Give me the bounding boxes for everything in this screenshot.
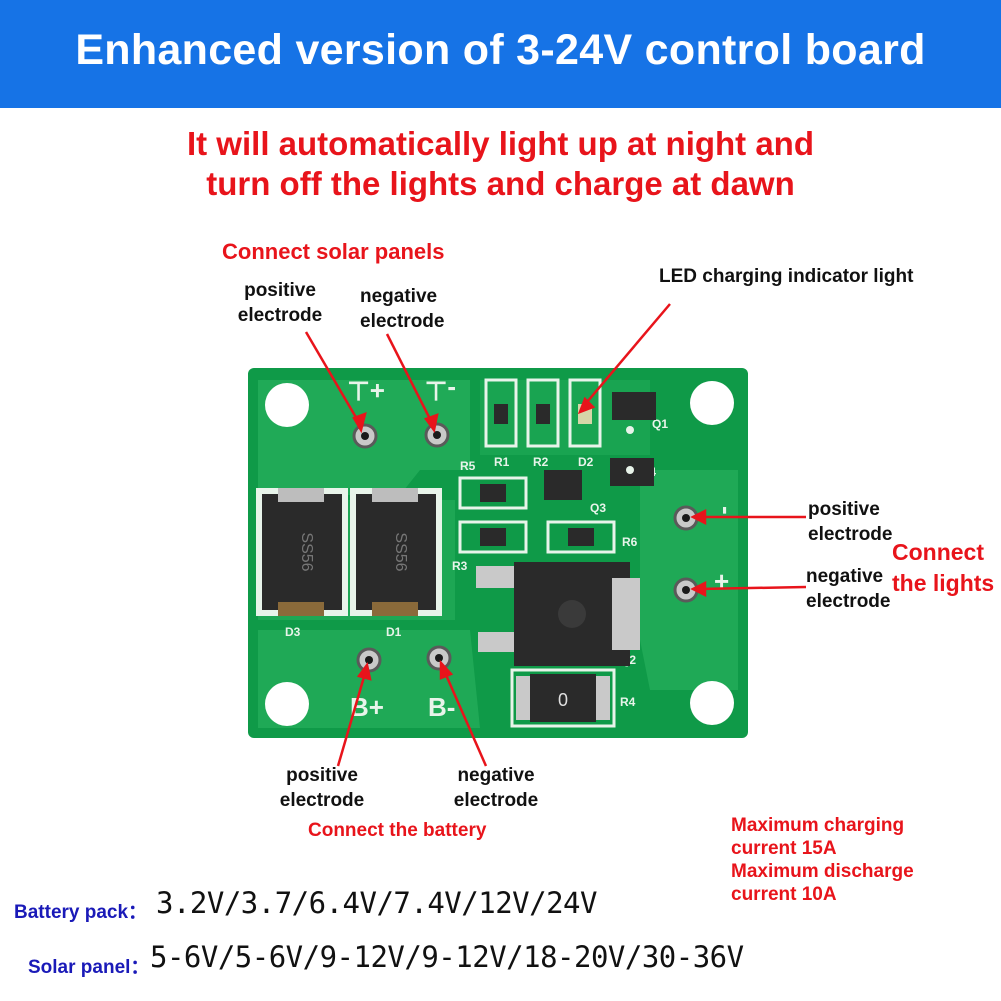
svg-text:0: 0: [558, 690, 568, 710]
page-title: Enhanced version of 3-24V control board: [75, 26, 926, 74]
subtitle-line-1: It will automatically light up at night …: [186, 125, 815, 162]
solar-panel-value: 5-6V/5-6V/9-12V/9-12V/18-20V/30-36V: [150, 940, 744, 974]
svg-text:R3: R3: [452, 559, 468, 573]
diode-d1: SS56: [350, 488, 442, 616]
mounting-hole: [265, 381, 734, 726]
svg-text:D2: D2: [578, 455, 594, 469]
subtitle-line-2: turn off the lights and charge at dawn: [206, 165, 795, 202]
diode-d3: SS56: [256, 488, 348, 616]
solar-connect-heading: Connect solar panels: [222, 239, 445, 264]
battery-positive-label: positive electrode: [279, 765, 365, 811]
svg-text:SS56: SS56: [298, 532, 315, 571]
svg-text:R5: R5: [460, 459, 476, 473]
svg-text:SS56: SS56: [392, 532, 409, 571]
silk-solar-neg: -⊥: [425, 376, 456, 406]
svg-text:D3: D3: [285, 625, 301, 639]
resistor-r4: 0: [510, 668, 616, 728]
svg-text:R6: R6: [622, 535, 638, 549]
battery-connect-heading: Connect the battery: [308, 820, 487, 841]
battery-pack-label: Battery pack：: [14, 902, 148, 923]
solar-negative-label: negative electrode: [360, 286, 445, 332]
current-specs: Maximum charging current 15A Maximum dis…: [731, 815, 914, 905]
silk-light-pos: +: [714, 566, 729, 596]
solar-positive-label: positive electrode: [237, 280, 323, 326]
silk-battery-neg: B-: [428, 692, 455, 722]
lights-connect-heading: Connect the lights: [892, 539, 995, 596]
battery-pack-value: 3.2V/3.7/6.4V/7.4V/12V/24V: [156, 886, 597, 920]
battery-negative-label: negative electrode: [453, 765, 539, 811]
mosfet-q2: [476, 562, 640, 666]
light-negative-label: negative electrode: [806, 566, 891, 612]
silk-solar-pos: +⊥: [347, 376, 385, 406]
svg-text:D1: D1: [386, 625, 402, 639]
pointer-lines: [304, 303, 807, 767]
smd-components-middle: [458, 476, 616, 554]
solar-panel-label: Solar panel：: [28, 957, 150, 978]
silk-light-neg: -: [712, 506, 742, 515]
svg-text:R4: R4: [620, 695, 636, 709]
light-positive-label: positive electrode: [808, 499, 893, 545]
title-banner: Enhanced version of 3-24V control board: [0, 0, 1001, 108]
led-indicator-label: LED charging indicator light: [659, 266, 914, 287]
svg-text:R2: R2: [533, 455, 549, 469]
svg-text:Q3: Q3: [590, 501, 606, 515]
svg-text:Q1: Q1: [652, 417, 668, 431]
svg-text:R1: R1: [494, 455, 510, 469]
